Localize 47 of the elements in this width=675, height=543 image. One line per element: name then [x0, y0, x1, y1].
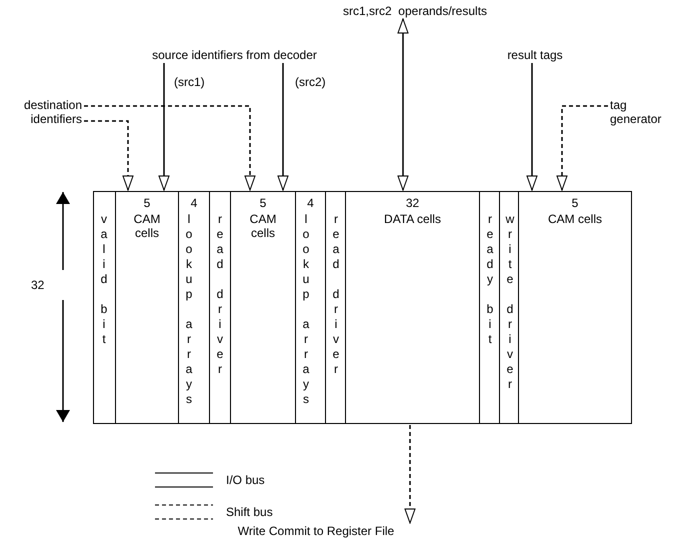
annotation-text: tag generator — [610, 98, 672, 126]
column-label: ready bit — [483, 212, 497, 347]
annotation-text: src1,src2 operands/results — [325, 4, 505, 18]
bit-width-label: 5 — [142, 196, 152, 210]
bit-width-label: 32 — [404, 196, 420, 210]
array-column — [178, 191, 210, 424]
arrow — [556, 105, 608, 190]
array-column — [93, 191, 116, 424]
column-label: CAM cells — [546, 212, 603, 226]
arrow — [84, 120, 134, 190]
column-label: read driver — [213, 212, 227, 377]
column-label: DATA cells — [383, 212, 442, 226]
bit-width-label: 5 — [258, 196, 268, 210]
array-column — [115, 191, 179, 424]
annotation-text: Write Commit to Register File — [216, 524, 416, 538]
legend-label: Shift bus — [226, 505, 273, 519]
column-label: lookup arrays — [299, 212, 313, 407]
array-column — [325, 191, 346, 424]
legend-label: I/O bus — [226, 473, 265, 487]
bit-width-label: 4 — [190, 196, 198, 210]
column-label: lookup arrays — [182, 212, 196, 407]
arrow — [404, 425, 416, 524]
annotation-text: source identifiers from decoder — [132, 48, 337, 62]
array-column — [230, 191, 296, 424]
column-label: CAM cells — [248, 212, 278, 240]
dimension-label: 32 — [31, 278, 44, 292]
column-label: read driver — [329, 212, 343, 377]
annotation-text: result tags — [500, 48, 570, 62]
array-column — [499, 191, 519, 424]
arrow — [278, 63, 288, 190]
arrow — [84, 105, 256, 190]
arrow — [526, 63, 538, 190]
bit-width-label: 5 — [570, 196, 580, 210]
column-label: write driver — [503, 212, 517, 392]
array-column — [518, 191, 632, 424]
edge-label: (src2) — [295, 75, 326, 89]
array-column — [209, 191, 231, 424]
annotation-text: destination identifiers — [6, 98, 82, 126]
bit-width-label: 4 — [306, 196, 315, 210]
column-label: CAM cells — [132, 212, 162, 240]
edge-label: (src1) — [174, 75, 205, 89]
array-column — [295, 191, 326, 424]
arrow — [398, 18, 408, 190]
array-column — [479, 191, 500, 424]
array-column — [345, 191, 480, 424]
arrow — [158, 63, 170, 190]
column-label: valid bit — [97, 212, 111, 347]
